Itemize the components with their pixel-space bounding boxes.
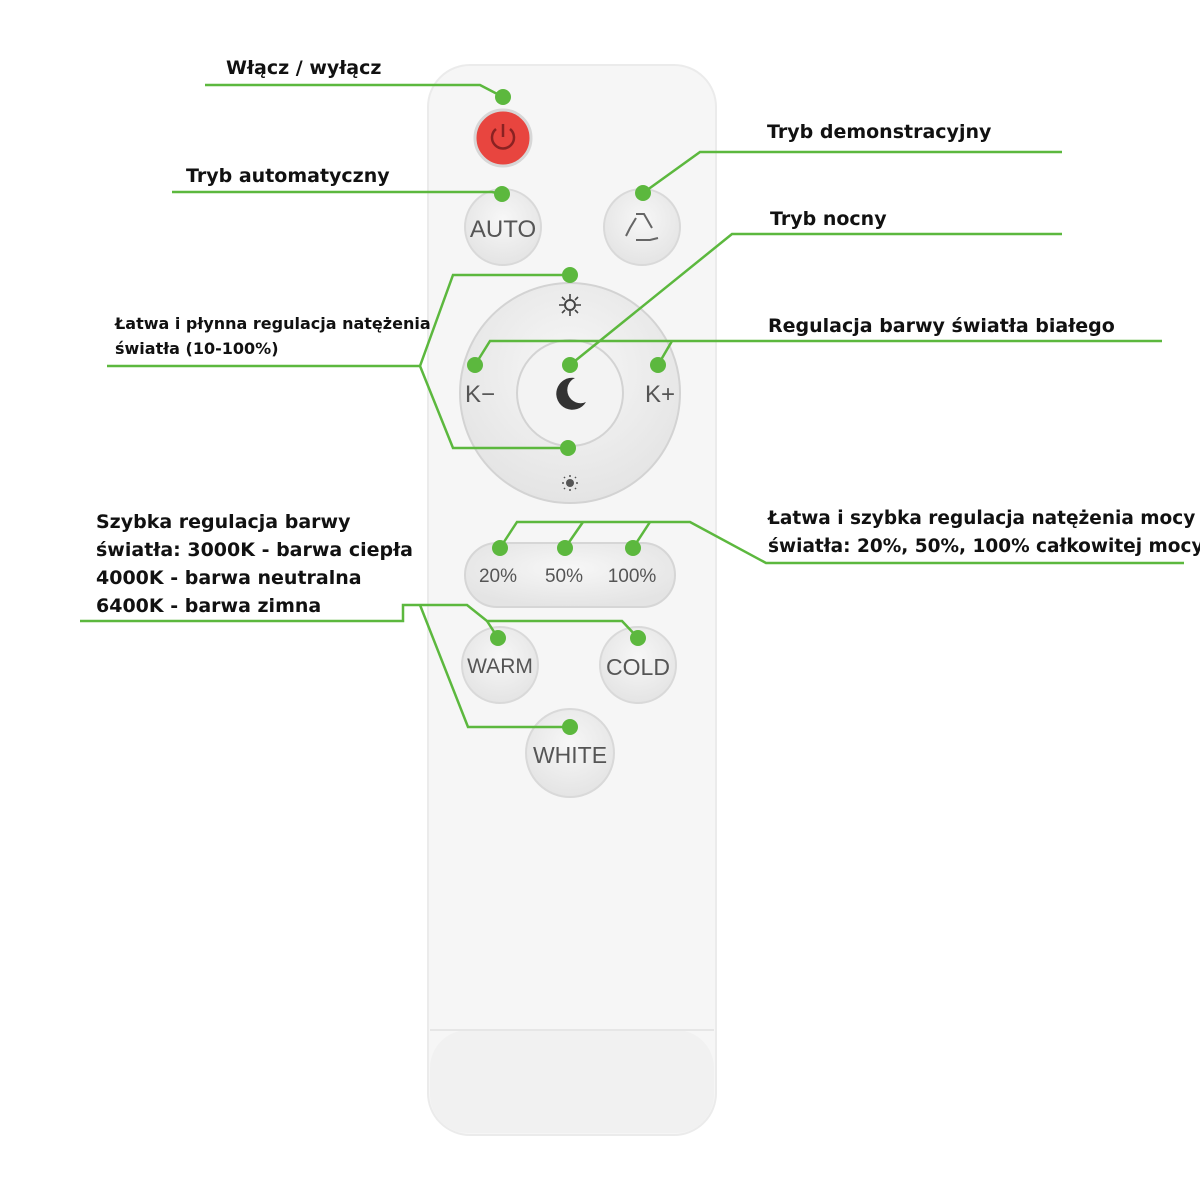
power-100-button[interactable]: 100%: [608, 566, 657, 587]
k-minus-button[interactable]: K−: [465, 381, 495, 408]
brightness-up-icon[interactable]: [559, 294, 581, 316]
recycle-icon: [625, 213, 659, 241]
svg-text:COLD: COLD: [606, 654, 670, 680]
night-mode-button[interactable]: [516, 339, 624, 447]
label-color: Szybka regulacja barwy światła: 3000K - …: [96, 508, 413, 620]
callout-dots: [467, 89, 666, 735]
power-icon: [490, 128, 516, 150]
label-demo-mode: Tryb demonstracyjny: [767, 121, 992, 143]
label-white-temp: Regulacja barwy światła białego: [768, 315, 1115, 337]
moon-icon: [556, 377, 586, 410]
svg-text:WARM: WARM: [467, 655, 533, 678]
label-power: Włącz / wyłącz: [226, 57, 382, 79]
k-plus-button[interactable]: K+: [645, 381, 675, 408]
power-50-button[interactable]: 50%: [545, 566, 583, 587]
power-button[interactable]: [473, 108, 533, 168]
label-power-levels: Łatwa i szybka regulacja natężenia mocy …: [768, 505, 1200, 561]
label-power-levels-line1: Łatwa i szybka regulacja natężenia mocy: [768, 508, 1196, 529]
label-color-line1: Szybka regulacja barwy: [96, 511, 351, 533]
demo-button[interactable]: [603, 188, 681, 266]
warm-button[interactable]: WARM: [461, 626, 539, 704]
label-auto-mode: Tryb automatyczny: [186, 165, 390, 187]
power-20-button[interactable]: 20%: [479, 566, 517, 587]
svg-text:WHITE: WHITE: [533, 742, 607, 768]
label-color-line4: 6400K - barwa zimna: [96, 595, 322, 617]
label-brightness-line1: Łatwa i płynna regulacja natężenia: [115, 314, 431, 333]
label-color-line3: 4000K - barwa neutralna: [96, 567, 362, 589]
label-night-mode: Tryb nocny: [770, 208, 887, 230]
label-power-levels-line2: światła: 20%, 50%, 100% całkowitej mocy: [768, 536, 1200, 557]
brightness-down-icon[interactable]: [562, 475, 578, 491]
cold-button[interactable]: COLD: [599, 626, 677, 704]
white-button[interactable]: WHITE: [525, 708, 615, 798]
auto-button[interactable]: AUTO: [464, 188, 542, 266]
label-brightness: Łatwa i płynna regulacja natężenia świat…: [115, 311, 431, 361]
svg-text:★: ★: [558, 382, 568, 395]
dial-control[interactable]: ★ K− K+: [459, 282, 681, 504]
auto-label: AUTO: [470, 216, 536, 243]
label-color-line2: światła: 3000K - barwa ciepła: [96, 539, 413, 561]
label-brightness-line2: światła (10-100%): [115, 339, 279, 358]
power-levels-pill: 20% 50% 100%: [464, 542, 676, 608]
